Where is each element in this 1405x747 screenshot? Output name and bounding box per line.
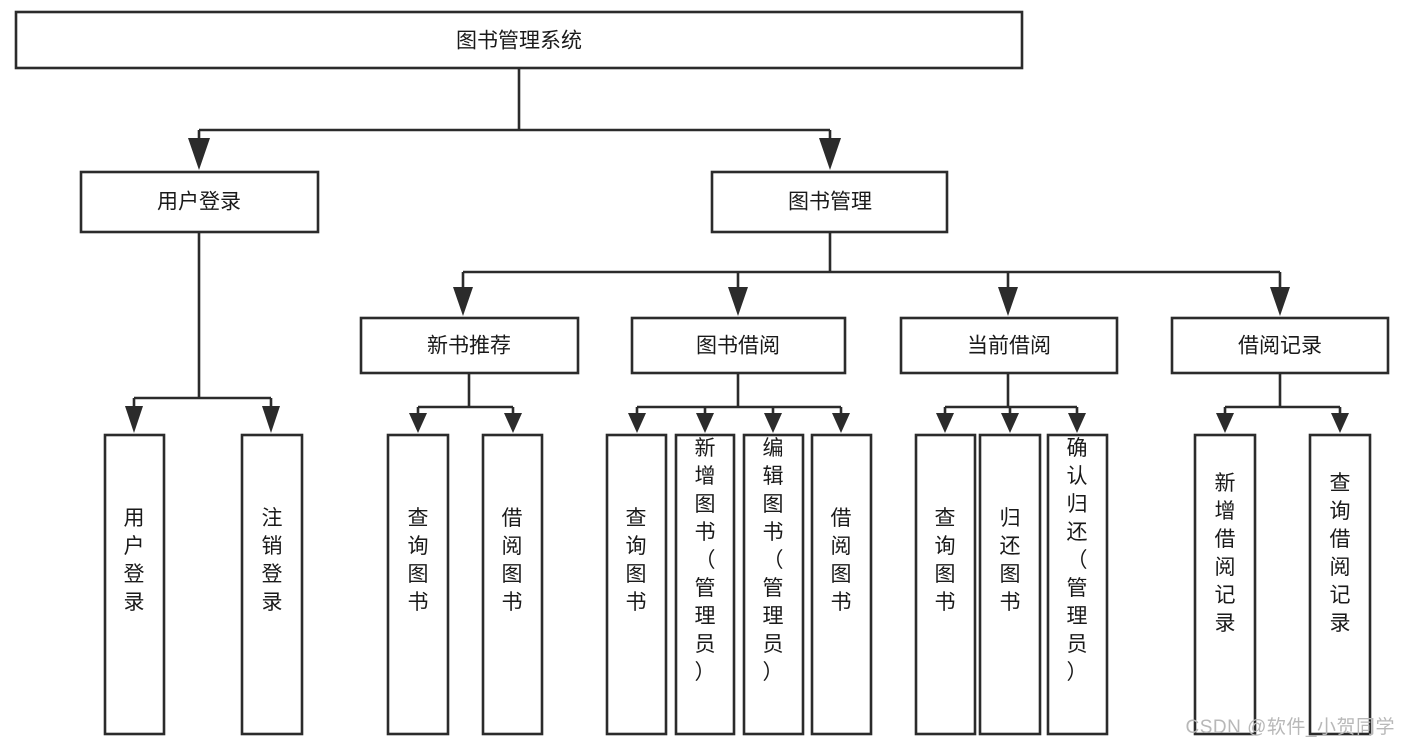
connector-layer	[132, 68, 1342, 413]
node-borrow-record-label: 借阅记录	[1238, 335, 1322, 358]
node-book-borrow[interactable]: 图书借阅	[630, 316, 847, 375]
node-root-system[interactable]: 图书管理系统	[14, 10, 1024, 70]
leaf-edit-book-admin[interactable]: 编辑图书（管理员）	[742, 433, 805, 736]
node-root-system-box	[14, 10, 1024, 70]
leaf-logout[interactable]: 注销登录	[240, 433, 304, 736]
node-user-login[interactable]: 用户登录	[79, 170, 320, 234]
node-new-book-recommend[interactable]: 新书推荐	[359, 316, 580, 375]
arrow-icon-to-leaf-query-record	[1331, 413, 1349, 433]
arrow-icon-to-newbook	[453, 287, 473, 316]
leaf-query-book-borrow-label: 查询图书	[626, 507, 647, 614]
leaf-add-book-admin[interactable]: 新增图书（管理员）	[674, 433, 736, 736]
arrow-icon-to-leaf-add-record	[1216, 413, 1234, 433]
arrow-icon-to-bookborrow	[728, 287, 748, 316]
leaf-edit-book-admin-box	[742, 433, 805, 736]
leaf-borrow-book-borrow-label: 借阅图书	[831, 507, 852, 614]
arrow-icon-to-leaf-user-login	[125, 406, 143, 433]
arrow-icon-to-leaf-borrow-book-2	[832, 413, 850, 433]
leaf-logout-box	[240, 433, 304, 736]
arrow-icon-to-leaf-confirm-return	[1068, 413, 1086, 433]
node-root-system-label: 图书管理系统	[456, 30, 582, 53]
node-borrow-record[interactable]: 借阅记录	[1170, 316, 1390, 375]
arrow-icon-to-leaf-add-book	[696, 413, 714, 433]
arrow-icon-to-borrowrecord	[1270, 287, 1290, 316]
arrow-icon-to-leaf-edit-book	[764, 413, 782, 433]
node-book-management-label: 图书管理	[788, 191, 872, 214]
leaf-query-book-newbook[interactable]: 查询图书	[386, 433, 450, 736]
leaf-query-book-newbook-label: 查询图书	[408, 507, 429, 614]
node-book-borrow-label: 图书借阅	[696, 335, 780, 358]
leaf-user-login-box	[103, 433, 166, 736]
leaf-query-book-newbook-box	[386, 433, 450, 736]
leaf-logout-label: 注销登录	[262, 507, 283, 614]
node-current-borrow-box	[899, 316, 1119, 375]
leaf-return-book-box	[978, 433, 1042, 736]
leaf-borrow-book-borrow[interactable]: 借阅图书	[810, 433, 873, 736]
leaf-query-book-current-box	[914, 433, 977, 736]
node-current-borrow[interactable]: 当前借阅	[899, 316, 1119, 375]
arrow-icon-to-leaf-borrow-book-1	[504, 413, 522, 433]
node-user-login-box	[79, 170, 320, 234]
leaf-user-login-label: 用户登录	[124, 507, 145, 614]
leaf-borrow-book-borrow-box	[810, 433, 873, 736]
leaf-add-book-admin-label: 新增图书（管理员）	[695, 437, 716, 684]
leaf-borrow-book-newbook-box	[481, 433, 544, 736]
arrow-icon-to-leaf-return-book	[1001, 413, 1019, 433]
arrow-icon-to-book-mgmt	[819, 138, 841, 170]
leaf-query-borrow-record-box	[1308, 433, 1372, 736]
arrow-icon-to-user-login	[188, 138, 210, 170]
leaf-add-borrow-record-box	[1193, 433, 1257, 736]
leaf-edit-book-admin-label: 编辑图书（管理员）	[763, 437, 784, 684]
leaf-borrow-book-newbook[interactable]: 借阅图书	[481, 433, 544, 736]
arrow-icon-to-leaf-query-book-2	[628, 413, 646, 433]
node-current-borrow-label: 当前借阅	[967, 335, 1051, 358]
node-book-borrow-box	[630, 316, 847, 375]
arrow-icon-to-leaf-query-book-3	[936, 413, 954, 433]
leaf-return-book-label: 归还图书	[1000, 507, 1021, 614]
arrow-icon-to-leaf-logout	[262, 406, 280, 433]
node-new-book-recommend-label: 新书推荐	[427, 335, 511, 358]
node-borrow-record-box	[1170, 316, 1390, 375]
node-new-book-recommend-box	[359, 316, 580, 375]
leaf-add-borrow-record[interactable]: 新增借阅记录	[1193, 433, 1257, 736]
leaf-query-book-current[interactable]: 查询图书	[914, 433, 977, 736]
node-user-login-label: 用户登录	[157, 191, 241, 214]
arrowhead-layer	[125, 138, 1349, 433]
arrow-icon-to-leaf-query-book-1	[409, 413, 427, 433]
leaf-query-book-borrow-box	[605, 433, 668, 736]
arrow-icon-to-currentborrow	[998, 287, 1018, 316]
leaf-add-borrow-record-label: 新增借阅记录	[1215, 472, 1236, 635]
leaf-query-book-borrow[interactable]: 查询图书	[605, 433, 668, 736]
leaf-add-book-admin-box	[674, 433, 736, 736]
leaf-confirm-return-admin[interactable]: 确认归还（管理员）	[1046, 433, 1109, 736]
node-book-management[interactable]: 图书管理	[710, 170, 949, 234]
csdn-watermark: CSDN @软件_小贺同学	[1185, 717, 1395, 738]
leaf-confirm-return-admin-label: 确认归还（管理员）	[1067, 437, 1088, 684]
leaf-borrow-book-newbook-label: 借阅图书	[502, 507, 523, 614]
leaf-confirm-return-admin-box	[1046, 433, 1109, 736]
leaf-query-borrow-record[interactable]: 查询借阅记录	[1308, 433, 1372, 736]
leaf-user-login[interactable]: 用户登录	[103, 433, 166, 736]
leaf-return-book[interactable]: 归还图书	[978, 433, 1042, 736]
leaf-query-borrow-record-label: 查询借阅记录	[1330, 472, 1351, 635]
leaf-node-layer: 用户登录 注销登录 查询图书 借阅图书 查询图书 新增图书（管理员）	[103, 433, 1372, 736]
leaf-query-book-current-label: 查询图书	[935, 507, 956, 614]
node-book-management-box	[710, 170, 949, 234]
